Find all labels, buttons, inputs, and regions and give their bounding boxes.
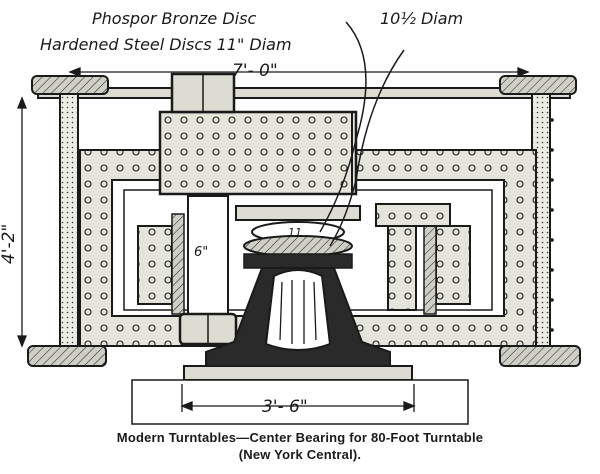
top-flange-plate (37, 87, 571, 99)
caption-title: Modern Turntables—Center Bearing for 80-… (116, 430, 484, 445)
dimension-lines (17, 67, 530, 412)
label-overall-height: 4'-2" (0, 224, 19, 264)
right-bearing-plate (375, 203, 471, 315)
foundation-block (131, 379, 469, 425)
label-base-width: 3'- 6" (262, 397, 308, 417)
label-bronze-disc-diameter: 10½ Diam (380, 9, 463, 28)
caption-subtitle: (New York Central). (238, 447, 362, 462)
upper-distributing-block (158, 72, 358, 196)
center-pin (178, 195, 238, 346)
label-disc-mark: 11 (288, 226, 302, 239)
bearing-disc-stack (235, 205, 361, 269)
callout-leaders (319, 21, 405, 247)
label-hardened-steel-discs: Hardened Steel Discs 11" Diam (40, 35, 292, 54)
label-pin-diameter: 6" (194, 245, 208, 260)
cast-pedestal (183, 267, 413, 381)
left-bearing-plate (137, 213, 185, 315)
left-girder (27, 75, 109, 367)
label-overall-width: 7'- 0" (232, 61, 278, 81)
label-phosphor-bronze-disc: Phospor Bronze Disc (92, 9, 256, 28)
